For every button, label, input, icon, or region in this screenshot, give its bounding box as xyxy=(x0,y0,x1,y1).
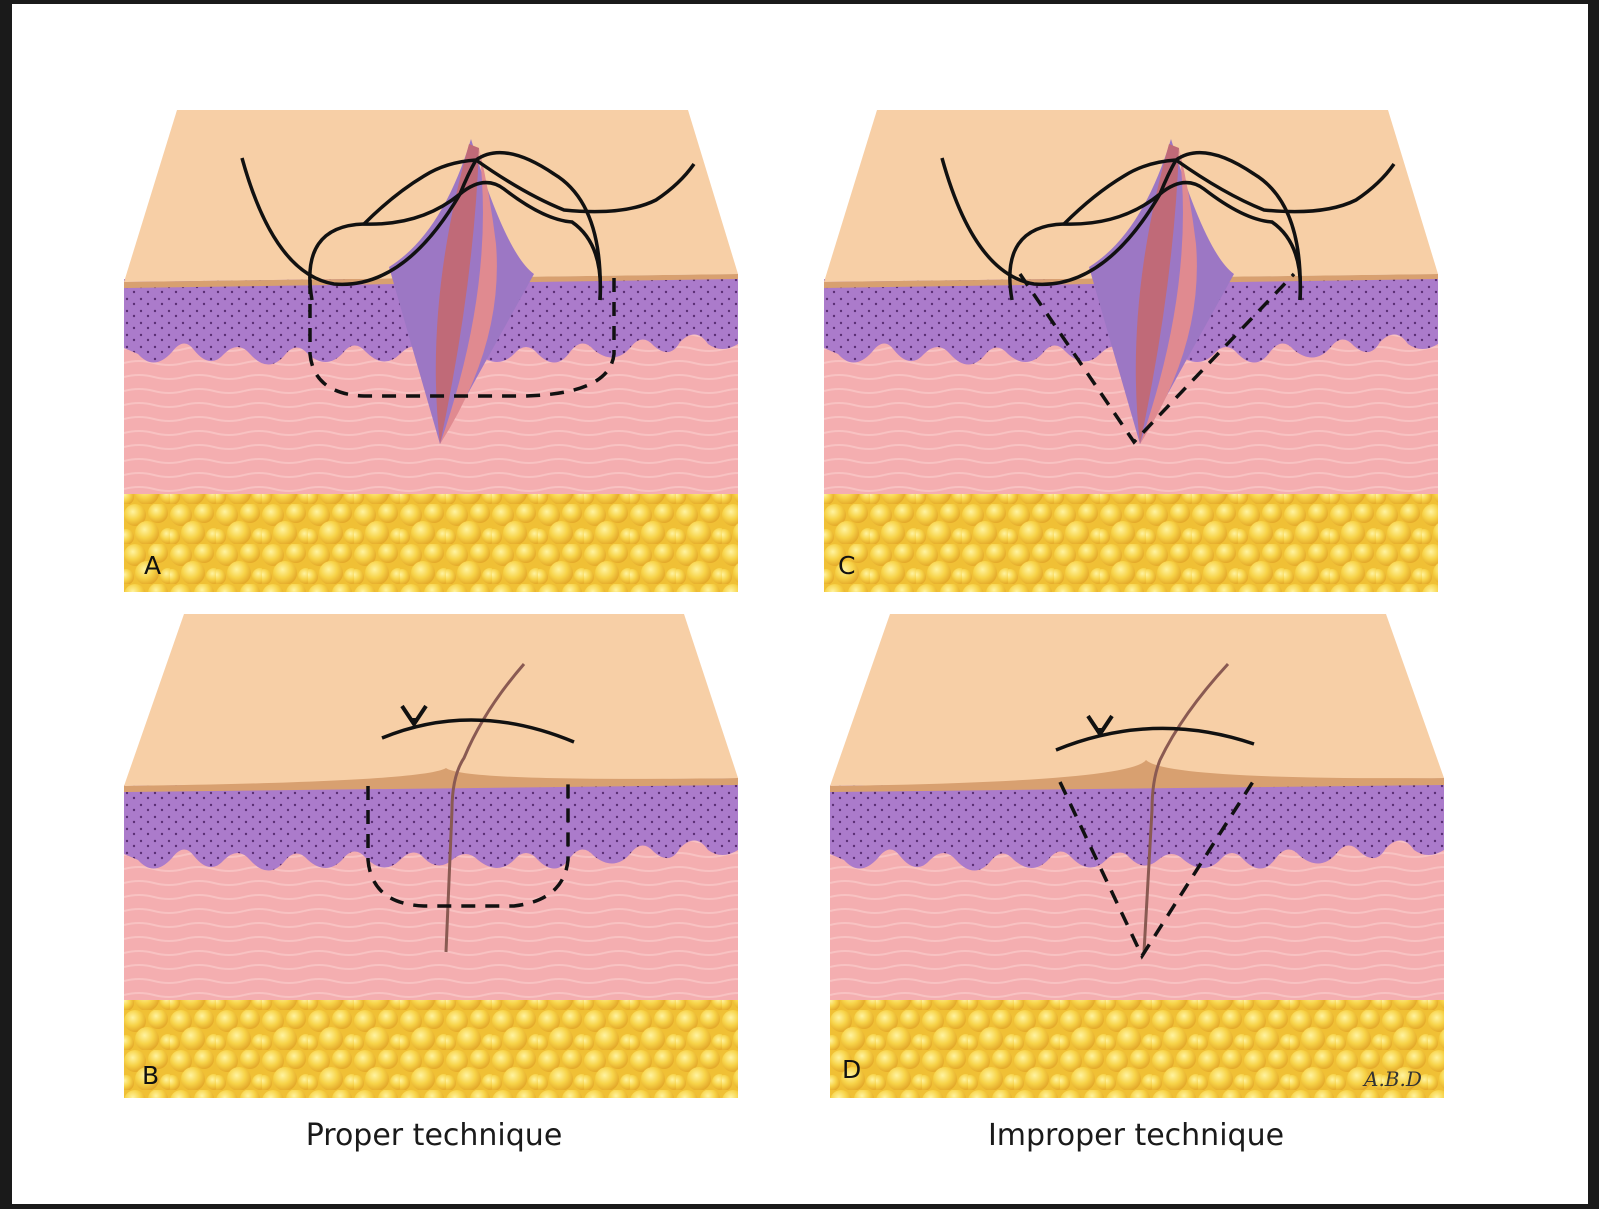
panel-d-label: D xyxy=(842,1055,861,1084)
panel-b: B xyxy=(124,610,744,1100)
fat-layer xyxy=(124,484,738,592)
skin-surface xyxy=(830,614,1444,786)
artist-signature: A.B.D xyxy=(1362,1067,1422,1091)
fat-layer xyxy=(824,484,1438,592)
panel-c-label: C xyxy=(838,551,855,580)
panel-a: A xyxy=(124,104,744,594)
panel-a-label: A xyxy=(144,551,161,580)
caption-improper-technique: Improper technique xyxy=(886,1118,1386,1153)
panel-d-illustration: D A.B.D xyxy=(830,610,1450,1100)
caption-proper-technique: Proper technique xyxy=(184,1118,684,1153)
panel-c: C xyxy=(824,104,1444,594)
panel-a-illustration: A xyxy=(124,104,744,594)
fat-layer xyxy=(124,990,738,1098)
skin-surface xyxy=(124,614,738,786)
figure-frame: A C xyxy=(12,4,1588,1204)
panel-d: D A.B.D xyxy=(830,610,1450,1100)
panel-b-label: B xyxy=(142,1061,159,1090)
panel-c-illustration: C xyxy=(824,104,1444,594)
panel-b-illustration: B xyxy=(124,610,744,1100)
fat-layer xyxy=(830,990,1444,1098)
